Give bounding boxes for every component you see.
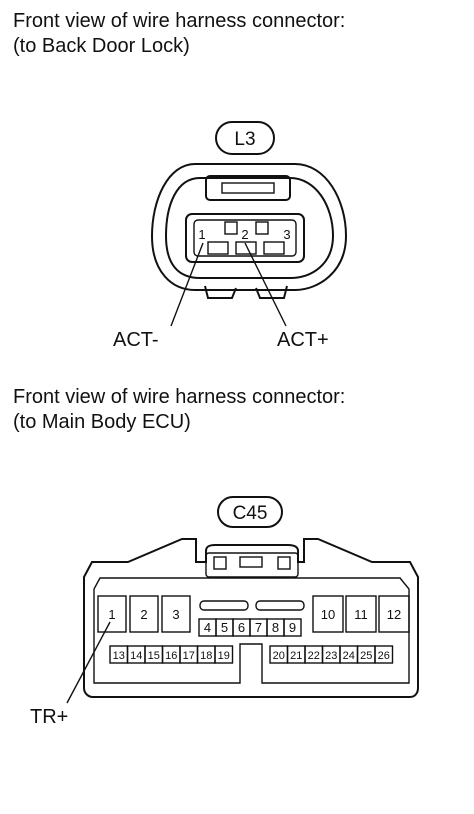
pin-number: 24	[343, 650, 355, 662]
leader-line-act-plus	[244, 242, 287, 327]
caption-line-1: Front view of wire harness connector:	[13, 10, 346, 32]
pin-cell	[97, 595, 127, 633]
pin-cell	[345, 595, 377, 633]
connector-foot-left	[204, 285, 237, 299]
terminal-3	[263, 241, 285, 255]
pin-number: 1	[198, 227, 205, 242]
pin-cell	[129, 595, 159, 633]
pin-number: 15	[148, 650, 160, 662]
pin-number: 2	[241, 227, 248, 242]
pin-cell	[283, 618, 302, 637]
pin-number: 1	[108, 607, 115, 622]
caption-back-door-lock: Front view of wire harness connector: (t…	[13, 9, 345, 59]
leader-line-tr-plus	[66, 621, 111, 704]
pin-number: 4	[204, 620, 211, 635]
pin-number: 22	[308, 650, 320, 662]
connector-l3: L3 1 2 3 ACT- ACT+	[113, 121, 348, 351]
pin-number: 21	[290, 650, 302, 662]
terminal-2	[235, 241, 257, 255]
terminal-key	[224, 221, 238, 235]
signal-label-act-minus: ACT-	[113, 329, 159, 351]
lock-tab-detail	[213, 556, 227, 570]
pin-number: 25	[360, 650, 372, 662]
terminal-key	[255, 221, 269, 235]
pin-cell	[161, 595, 191, 633]
caption-line-1: Front view of wire harness connector:	[13, 386, 346, 408]
terminal-1	[207, 241, 229, 255]
signal-label-act-plus: ACT+	[277, 329, 329, 351]
pin-number: 11	[354, 607, 368, 622]
lock-tab-slot	[221, 182, 275, 194]
pin-number: 3	[283, 227, 290, 242]
connector-inner-rim	[164, 177, 335, 279]
pin-number: 14	[130, 650, 142, 662]
pin-number: 10	[321, 607, 335, 622]
pin-number: 23	[325, 650, 337, 662]
lock-tab	[205, 552, 299, 578]
pin-number: 6	[238, 620, 245, 635]
pin-cavity-inner	[193, 219, 297, 257]
pin-number: 7	[255, 620, 262, 635]
lock-tab	[205, 175, 291, 201]
caption-main-body-ecu: Front view of wire harness connector: (t…	[13, 385, 345, 435]
pin-number: 16	[165, 650, 177, 662]
pin-cell	[378, 595, 410, 633]
key-slot	[255, 600, 305, 611]
lock-tab-detail	[277, 556, 291, 570]
connector-code-badge	[217, 496, 283, 528]
signal-label-tr-plus: TR+	[30, 706, 68, 728]
connector-code-l3: L3	[234, 129, 255, 150]
caption-line-2: (to Back Door Lock)	[13, 35, 190, 57]
connector-code-badge	[215, 121, 275, 155]
key-slot	[199, 600, 249, 611]
lock-tab-detail	[239, 556, 263, 568]
connector-c45: C45 1 2 3 4 5 6 7 8 9	[30, 496, 419, 728]
pin-cavity	[185, 213, 305, 263]
pin-number: 12	[387, 607, 401, 622]
pin-number: 19	[218, 650, 230, 662]
caption-line-2: (to Main Body ECU)	[13, 411, 191, 433]
leader-line-act-minus	[170, 242, 204, 327]
pin-number: 5	[221, 620, 228, 635]
pin-cell	[214, 645, 234, 664]
pin-number: 8	[272, 620, 279, 635]
pin-number: 2	[140, 607, 147, 622]
pin-number: 17	[183, 650, 195, 662]
connector-inner-frame	[93, 577, 410, 684]
connector-housing	[150, 163, 348, 291]
pin-cell	[374, 645, 394, 664]
pin-number: 3	[172, 607, 179, 622]
pin-cell	[312, 595, 344, 633]
connector-housing	[83, 538, 419, 698]
pin-number: 20	[273, 650, 285, 662]
connector-code-c45: C45	[233, 503, 268, 524]
pin-number: 18	[200, 650, 212, 662]
pin-number: 26	[378, 650, 390, 662]
pin-number: 13	[113, 650, 125, 662]
pin-number: 9	[289, 620, 296, 635]
